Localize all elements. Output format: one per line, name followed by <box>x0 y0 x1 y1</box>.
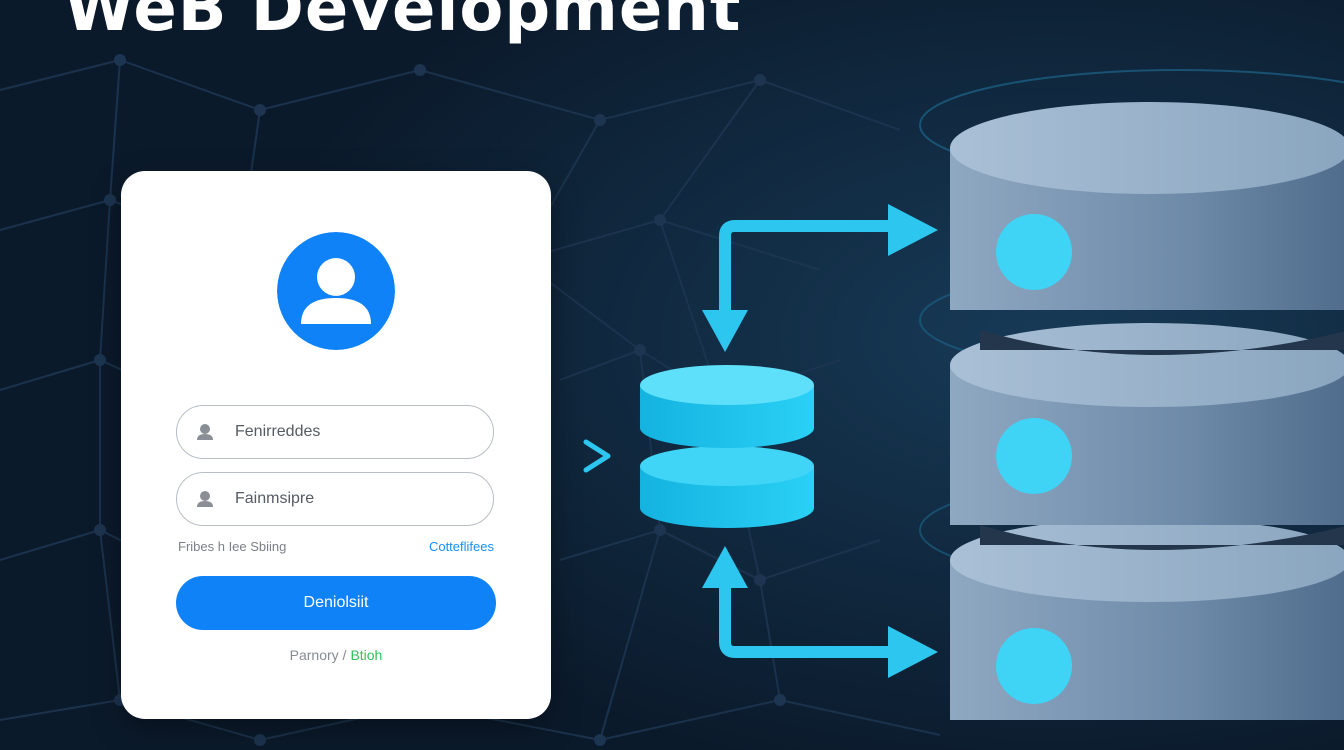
options-row: Fribes h Iee Sbiing Cotteflifees <box>178 539 494 554</box>
arrow-down-icon <box>702 310 748 352</box>
user-icon <box>197 424 213 440</box>
upper-flow-line <box>719 220 892 312</box>
arrow-right-icon <box>888 626 938 678</box>
password-input[interactable] <box>233 489 467 509</box>
forgot-password-link[interactable]: Cotteflifees <box>428 539 494 554</box>
page-title: WeB Development <box>64 0 742 46</box>
username-input[interactable] <box>233 422 467 442</box>
lower-flow-line <box>719 585 892 658</box>
user-icon <box>197 491 213 507</box>
arrow-right-icon <box>888 204 938 256</box>
remember-me-label[interactable]: Fribes h Iee Sbiing <box>178 539 287 554</box>
login-card: Fribes h Iee Sbiing Cotteflifees Deniols… <box>121 171 551 719</box>
database-icon <box>640 365 814 528</box>
username-field[interactable] <box>176 405 494 459</box>
server-stack-icon <box>950 102 1344 720</box>
submit-button[interactable]: Deniolsiit <box>176 576 496 630</box>
signup-row: Parnory /Btioh <box>121 647 551 663</box>
chevron-right-icon <box>583 439 611 473</box>
password-field[interactable] <box>176 472 494 526</box>
signup-link[interactable]: Btioh <box>350 647 383 663</box>
user-avatar-icon <box>277 232 395 350</box>
arrow-up-icon <box>702 546 748 588</box>
signup-prompt: Parnory / <box>289 647 347 663</box>
